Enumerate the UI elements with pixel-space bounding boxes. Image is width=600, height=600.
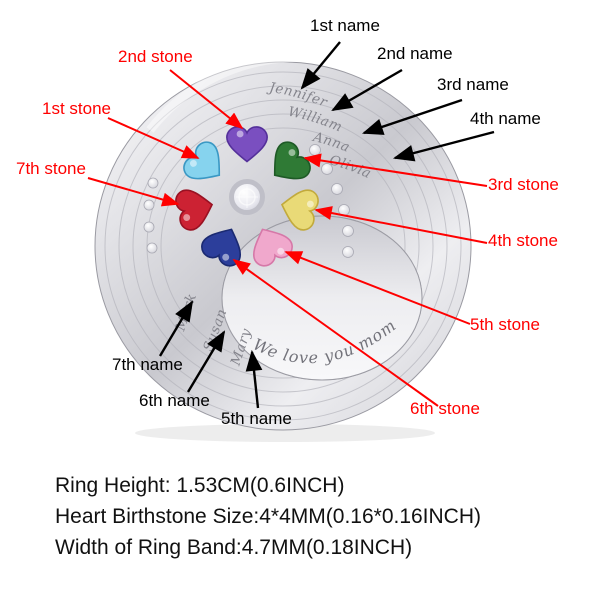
arrow-2nd-stone bbox=[169, 69, 244, 130]
arrow-7th-name bbox=[158, 300, 194, 357]
heart-stone-6th bbox=[201, 228, 241, 267]
spec-birthstone-size: Heart Birthstone Size:4*4MM(0.16*0.16INC… bbox=[55, 505, 482, 528]
label-5th-stone: 5th stone bbox=[470, 315, 540, 334]
label-1st-name: 1st name bbox=[310, 16, 380, 35]
ring-shadow bbox=[135, 424, 435, 442]
label-5th-name: 5th name bbox=[221, 409, 292, 428]
label-4th-name: 4th name bbox=[470, 109, 541, 128]
arrow-3rd-stone bbox=[303, 153, 488, 187]
heart-stone-4th bbox=[280, 189, 319, 231]
spec-ring-height: Ring Height: 1.53CM(0.6INCH) bbox=[55, 474, 345, 497]
label-3rd-name: 3rd name bbox=[437, 75, 509, 94]
accent-stones bbox=[143, 144, 354, 258]
heart-stone-1st bbox=[183, 141, 221, 180]
arrow-4th-name bbox=[392, 130, 495, 162]
arrow-5th-name bbox=[245, 349, 263, 409]
center-stone bbox=[229, 179, 265, 215]
name-arrows bbox=[158, 41, 495, 409]
label-2nd-stone: 2nd stone bbox=[118, 47, 193, 66]
label-4th-stone: 4th stone bbox=[488, 231, 558, 250]
label-7th-stone: 7th stone bbox=[16, 159, 86, 178]
heart-stone-7th bbox=[175, 189, 214, 231]
label-7th-name: 7th name bbox=[112, 355, 183, 374]
arrow-5th-stone bbox=[284, 251, 471, 325]
stone-arrows bbox=[87, 69, 488, 407]
metal-highlight bbox=[146, 52, 423, 133]
arrow-7th-stone bbox=[87, 177, 180, 207]
arrow-1st-name bbox=[300, 41, 341, 90]
ring-image: We love you mom Jennifer William Anna Ol… bbox=[87, 41, 495, 442]
arrow-3rd-name bbox=[362, 98, 463, 135]
label-6th-stone: 6th stone bbox=[410, 399, 480, 418]
product-specs: Ring Height: 1.53CM(0.6INCH) Heart Birth… bbox=[55, 470, 481, 563]
label-2nd-name: 2nd name bbox=[377, 44, 453, 63]
label-1st-stone: 1st stone bbox=[42, 99, 111, 118]
arrow-6th-name bbox=[186, 330, 226, 393]
label-3rd-stone: 3rd stone bbox=[488, 175, 559, 194]
label-6th-name: 6th name bbox=[139, 391, 210, 410]
birthstone-cluster bbox=[175, 126, 319, 267]
spec-band-width: Width of Ring Band:4.7MM(0.18INCH) bbox=[55, 536, 413, 559]
arrow-2nd-name bbox=[331, 68, 403, 112]
arrow-4th-stone bbox=[314, 206, 488, 244]
arrow-6th-stone bbox=[232, 258, 439, 407]
arrow-1st-stone bbox=[107, 117, 200, 159]
